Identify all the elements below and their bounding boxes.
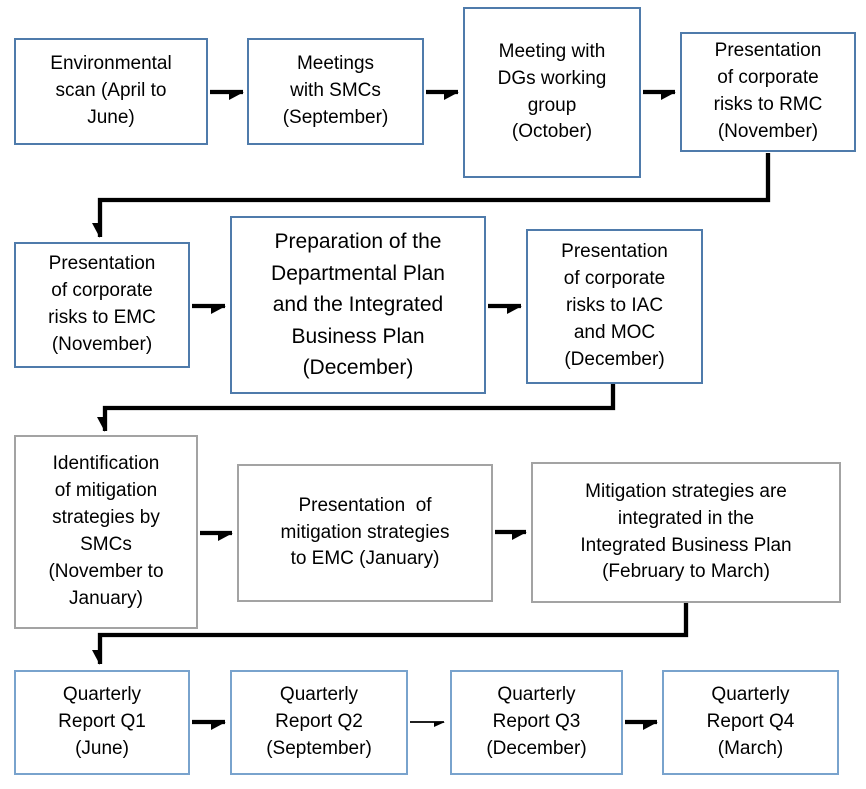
flow-step-label: Presentation of corporate risks to EMC (…	[48, 253, 156, 355]
flow-step-mitigation-integrated: Mitigation strategies are integrated in …	[531, 462, 841, 603]
flow-step-quarterly-q2: Quarterly Report Q2 (September)	[230, 670, 408, 775]
flow-step-meetings-with-smcs: Meetings with SMCs (September)	[247, 38, 424, 145]
flow-step-label: Presentation of corporate risks to IAC a…	[561, 241, 668, 370]
flow-step-environmental-scan: Environmental scan (April to June)	[14, 38, 208, 145]
flow-step-label: Meeting with DGs working group (October)	[497, 40, 607, 143]
flow-step-label: Quarterly Report Q3 (December)	[486, 684, 587, 759]
flow-step-mitigation-to-emc: Presentation of mitigation strategies to…	[237, 464, 493, 602]
flow-step-label: Quarterly Report Q1 (June)	[58, 684, 146, 759]
flow-step-risks-to-iac-moc: Presentation of corporate risks to IAC a…	[526, 229, 703, 384]
flow-step-meeting-dgs-working-group: Meeting with DGs working group (October)	[463, 7, 641, 178]
flow-step-label: Quarterly Report Q4 (March)	[706, 684, 795, 759]
flow-step-risks-to-rmc: Presentation of corporate risks to RMC (…	[680, 32, 856, 152]
flow-step-identification-mitigation: Identification of mitigation strategies …	[14, 435, 198, 629]
flow-step-label: Environmental scan (April to June)	[50, 53, 172, 128]
flow-step-quarterly-q4: Quarterly Report Q4 (March)	[662, 670, 839, 775]
flow-step-label: Quarterly Report Q2 (September)	[266, 684, 372, 759]
flow-step-quarterly-q1: Quarterly Report Q1 (June)	[14, 670, 190, 775]
flow-step-preparation-plans: Preparation of the Departmental Plan and…	[230, 216, 486, 394]
flow-step-label: Presentation of corporate risks to RMC (…	[713, 40, 823, 142]
flow-step-quarterly-q3: Quarterly Report Q3 (December)	[450, 670, 623, 775]
flow-step-label: Meetings with SMCs (September)	[282, 53, 389, 128]
flow-step-label: Preparation of the Departmental Plan and…	[271, 230, 445, 380]
elbow-rmc-to-emc	[100, 153, 771, 237]
elbow-integrated-to-q1	[100, 603, 689, 664]
flow-step-label: Mitigation strategies are integrated in …	[580, 480, 792, 583]
flow-step-label: Presentation of mitigation strategies to…	[280, 494, 450, 570]
flow-step-risks-to-emc: Presentation of corporate risks to EMC (…	[14, 242, 190, 368]
elbow-iac-to-identification	[105, 384, 616, 431]
flow-step-label: Identification of mitigation strategies …	[48, 453, 164, 609]
